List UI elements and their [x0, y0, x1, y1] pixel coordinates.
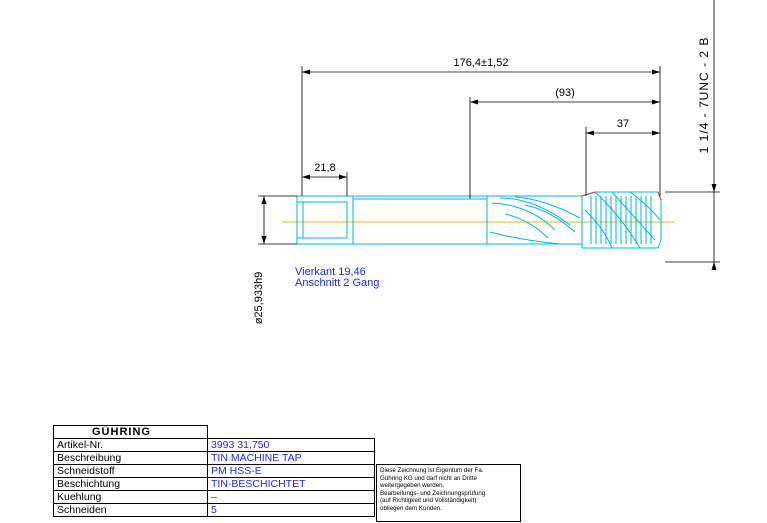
- dim-thread-length: 37: [617, 118, 629, 130]
- ownership-notice: Diese Zeichnung ist Eigentum der Fa. Güh…: [376, 464, 521, 522]
- notice-line: Bearbeitungs- und Zeichnungsprüfung: [380, 489, 486, 497]
- notice-line: weitergegeben werden.: [380, 482, 445, 490]
- key-kuehlung: Kuehlung: [53, 490, 208, 504]
- dim-shank-to-tip: (93): [555, 87, 575, 99]
- value-beschreibung: TIN MACHINE TAP: [207, 451, 375, 465]
- dim-diameter: ø25,933h9: [253, 272, 265, 325]
- value-kuehlung: –: [207, 490, 375, 504]
- chamfer-accent: [581, 191, 662, 201]
- dim-overall-length: 176,4±1,52: [454, 57, 509, 69]
- value-schneiden: 5: [207, 503, 375, 517]
- key-schneiden: Schneiden: [53, 503, 208, 517]
- note-square: Vierkant 19,46: [295, 266, 366, 278]
- notice-line: obliegen dem Kunden.: [380, 504, 442, 512]
- thread-spec: 1 1/4 - 7UNC - 2 B: [697, 37, 711, 154]
- key-schneidstoff: Schneidstoff: [53, 464, 208, 478]
- dim-square-length: 21,8: [314, 162, 335, 174]
- value-schneidstoff: PM HSS-E: [207, 464, 375, 478]
- title-block: GÜHRING Artikel-Nr. 3993 31,750 Beschrei…: [53, 425, 375, 517]
- tap-outline: [296, 191, 662, 249]
- key-artikel-nr: Artikel-Nr.: [53, 438, 208, 452]
- guhring-logo: GÜHRING: [53, 425, 208, 439]
- value-artikel-nr: 3993 31,750: [207, 438, 375, 452]
- dimension-lines: [258, 0, 720, 270]
- key-beschichtung: Beschichtung: [53, 477, 208, 491]
- notice-line: (auf Richtigkeit und Vollständigkeit): [380, 497, 477, 505]
- value-beschichtung: TIN-BESCHICHTET: [207, 477, 375, 491]
- dimension-arrows: [261, 69, 717, 270]
- notice-line: Gühring KG und darf nicht an Dritte: [380, 474, 477, 482]
- note-chamfer: Anschnitt 2 Gang: [295, 277, 379, 289]
- notice-line: Diese Zeichnung ist Eigentum der Fa.: [380, 467, 484, 474]
- key-beschreibung: Beschreibung: [53, 451, 208, 465]
